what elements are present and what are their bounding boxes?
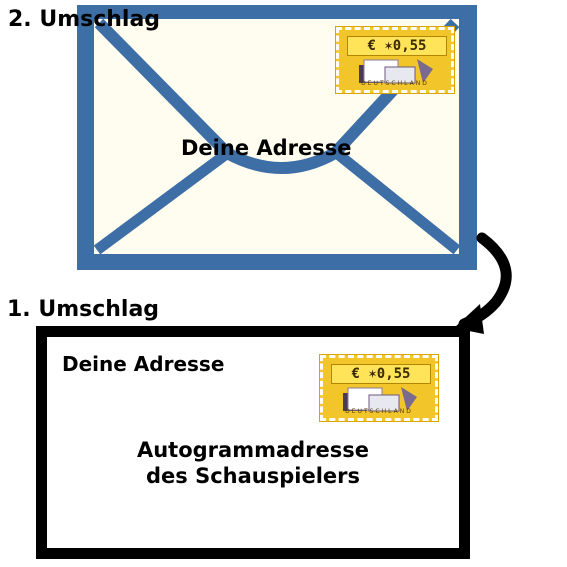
envelope-flap-icon xyxy=(93,18,461,255)
post-stamp-icon xyxy=(343,387,417,412)
recipient-line: des Schauspielers xyxy=(146,464,360,488)
recipient-address: Autogrammadresse des Schauspielers xyxy=(47,437,459,489)
recipient-line: Autogrammadresse xyxy=(136,438,370,462)
stamp-country: DEUTSCHLAND xyxy=(345,408,413,415)
stamp-country: DEUTSCHLAND xyxy=(361,80,429,87)
post-stamp-icon xyxy=(359,59,433,84)
sender-address: Deine Adresse xyxy=(181,136,352,160)
postage-stamp: € ✶0,55 DEUTSCHLAND xyxy=(335,26,455,94)
envelope-2: € ✶0,55 DEUTSCHLAND Deine Adresse xyxy=(77,5,477,270)
envelope-2-title: 2. Umschlag xyxy=(8,7,161,32)
return-address: Deine Adresse xyxy=(62,352,225,376)
envelope-1: Deine Adresse € ✶0,55 DEUTSCHLAND Autogr… xyxy=(36,326,470,559)
stamp-value: € ✶0,55 xyxy=(331,364,431,384)
envelope-1-title: 1. Umschlag xyxy=(7,297,160,322)
postage-stamp: € ✶0,55 DEUTSCHLAND xyxy=(319,354,439,422)
stamp-value: € ✶0,55 xyxy=(347,36,447,56)
